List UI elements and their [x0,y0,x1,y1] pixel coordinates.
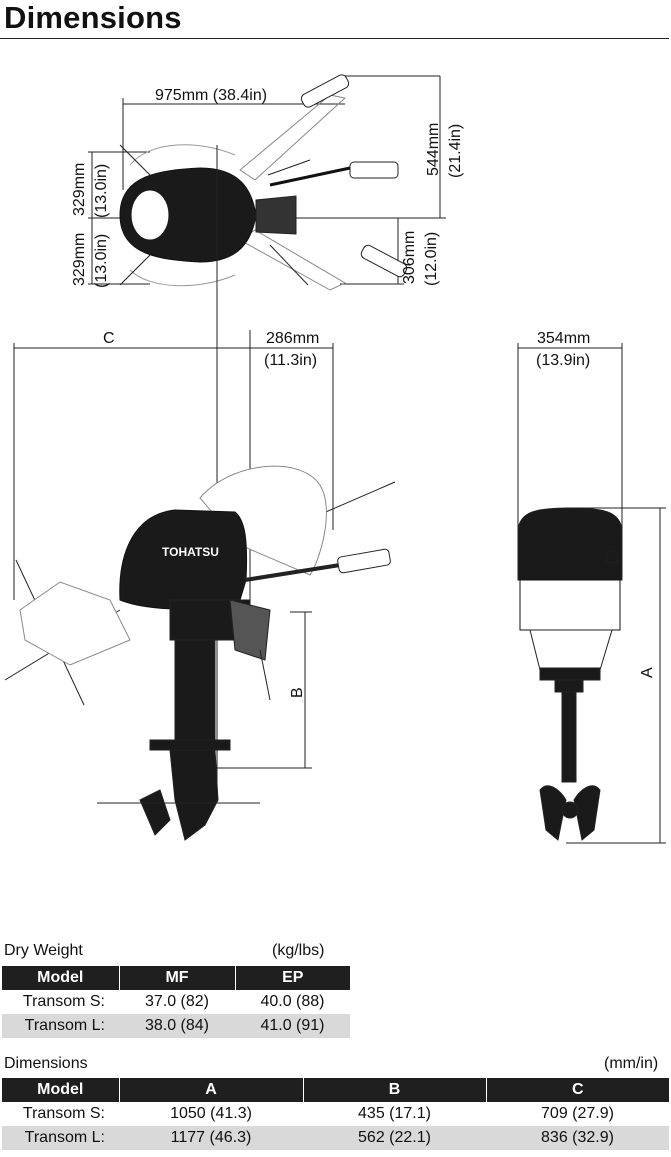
dim-a-label: A [639,667,656,678]
table-row: Transom L: 38.0 (84) 41.0 (91) [2,1014,350,1038]
table-row: Transom S: 37.0 (82) 40.0 (88) [2,990,350,1014]
dim-tiller-length-in: (11.3in) [264,352,317,369]
column-header: Model [2,966,120,990]
dimensions-unit: (mm/in) [604,1055,659,1072]
table-cell: 40.0 (88) [260,993,325,1010]
dim-tiller-swing-in: (21.4in) [447,124,464,178]
column-header: B [303,1078,487,1102]
dim-left-upper: 329mm [71,163,88,216]
table-cell: 1050 (41.3) [170,1105,252,1122]
row-label: Transom L: [2,1014,119,1038]
column-header: C [486,1078,669,1102]
dry-weight-unit: (kg/lbs) [272,942,325,959]
dim-right-lower: 306mm [401,231,418,284]
dim-tiller-swing: 544mm [425,123,442,176]
dry-weight-heading: Dry Weight [4,942,83,959]
dim-left-upper-in: (13.0in) [93,164,110,218]
table-cell: 562 (22.1) [303,1126,486,1150]
dim-tiller-length: 286mm [266,330,319,347]
table-cell: 38.0 (84) [119,1014,235,1038]
table-row: Transom L: 1177 (46.3) 562 (22.1) 836 (3… [2,1126,669,1150]
table-cell: 435 (17.1) [358,1105,431,1122]
table-header-row: Model A B C [2,1078,669,1102]
dim-c-label: C [103,330,115,347]
brand-logo-text: TOHATSU [162,545,219,559]
dimensions-heading: Dimensions [4,1055,88,1072]
dry-weight-table: Model MF EP Transom S: 37.0 (82) 40.0 (8… [2,966,350,1038]
page-title: Dimensions [4,0,182,35]
column-header: MF [119,966,236,990]
dim-right-lower-in: (12.0in) [423,232,440,286]
row-label: Transom S: [22,1105,105,1122]
top-view [88,74,446,291]
row-label: Transom L: [2,1126,119,1150]
dimensions-table: Model A B C Transom S: 1050 (41.3) 435 (… [2,1078,669,1150]
dim-overall-width: 975mm (38.4in) [155,87,267,104]
dim-rear-width-in: (13.9in) [536,352,590,369]
table-row: Transom S: 1050 (41.3) 435 (17.1) 709 (2… [2,1102,669,1126]
table-cell: 836 (32.9) [486,1126,669,1150]
column-header: Model [2,1078,120,1102]
dim-left-lower: 329mm [71,233,88,286]
dim-rear-width: 354mm [537,330,590,347]
table-cell: 709 (27.9) [541,1105,614,1122]
table-cell: 41.0 (91) [235,1014,350,1038]
column-header: EP [235,966,350,990]
rear-view [517,343,666,844]
column-header: A [119,1078,304,1102]
table-header-row: Model MF EP [2,966,350,990]
dim-b-label: B [289,687,306,698]
dim-left-lower-in: (13.0in) [93,234,110,288]
row-label: Transom S: [22,993,105,1010]
table-cell: 37.0 (82) [144,993,210,1010]
title-divider [0,38,669,39]
table-cell: 1177 (46.3) [119,1126,303,1150]
side-view: TOHATSU [4,330,396,841]
dimension-drawing: TOHATSU [4,74,666,844]
